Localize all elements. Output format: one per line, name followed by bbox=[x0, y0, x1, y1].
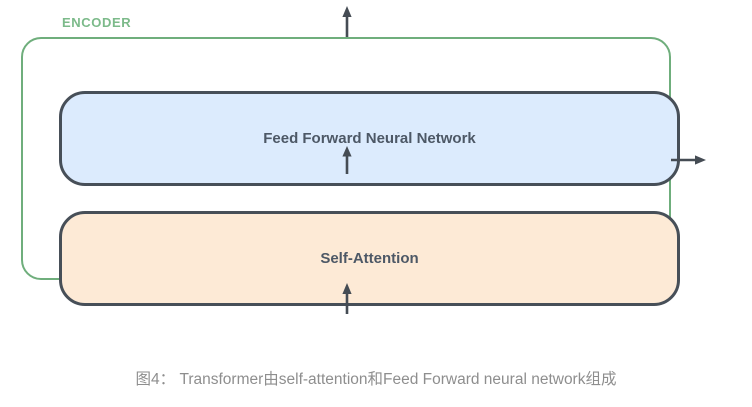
encoder-label: ENCODER bbox=[62, 15, 132, 30]
self-attention-block: Self-Attention bbox=[59, 211, 680, 306]
up-arrow-icon bbox=[342, 283, 352, 314]
figure-caption: 图4： Transformer由self-attention和Feed Forw… bbox=[135, 371, 617, 388]
up-arrow-icon bbox=[342, 146, 352, 174]
self-attention-label: Self-Attention bbox=[320, 250, 419, 267]
up-arrow-icon bbox=[342, 6, 352, 37]
encoder-box: Feed Forward Neural Network Self-Attenti… bbox=[21, 37, 680, 306]
right-arrow-icon bbox=[671, 155, 706, 165]
feed-forward-label: Feed Forward Neural Network bbox=[263, 130, 476, 147]
feed-forward-block: Feed Forward Neural Network bbox=[59, 91, 680, 186]
